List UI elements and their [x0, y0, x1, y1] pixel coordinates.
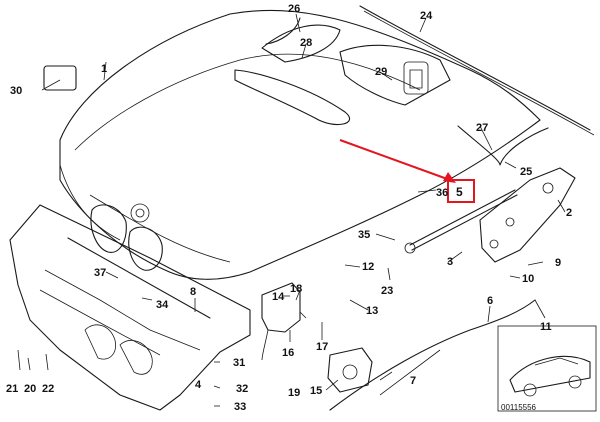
callout-24: 24: [420, 10, 433, 22]
callout-13: 13: [366, 305, 378, 317]
highlight-arrow: [339, 139, 456, 183]
callout-5-highlight-box: [447, 179, 475, 203]
callout-32: 32: [236, 383, 248, 395]
gas-strut-drawing: [404, 189, 518, 254]
callout-16: 16: [282, 347, 294, 359]
callout-36: 36: [436, 187, 448, 199]
callout-labels: 1 2 3 4 5 6 7 8 9 10 11 12 13 14 15 16 1…: [6, 3, 572, 413]
seal-27: [457, 125, 549, 166]
callout-30: 30: [10, 85, 22, 97]
callout-29: 29: [375, 66, 387, 78]
release-cable: [329, 299, 536, 411]
callout-10: 10: [522, 273, 534, 285]
callout-21: 21: [6, 383, 18, 395]
callout-4: 4: [195, 379, 202, 391]
callout-33: 33: [234, 401, 246, 413]
seal-24: [359, 5, 591, 131]
callout-26: 26: [288, 3, 300, 15]
buffer-30: [43, 65, 77, 91]
hood-drawing: [59, 9, 541, 280]
callout-6: 6: [487, 295, 493, 307]
hood-lock-drawing: [327, 347, 373, 393]
callout-18: 18: [290, 283, 302, 295]
callout-35: 35: [358, 229, 370, 241]
callout-17: 17: [316, 341, 328, 353]
callout-3: 3: [447, 256, 453, 268]
callout-8: 8: [190, 286, 196, 298]
leader-lines: [17, 13, 566, 407]
callout-22: 22: [42, 383, 54, 395]
callout-1: 1: [101, 63, 107, 75]
seal-strip-8: [67, 237, 211, 319]
vehicle-inset: [497, 325, 597, 412]
callout-23: 23: [381, 285, 393, 297]
callout-37: 37: [94, 267, 106, 279]
callout-28: 28: [300, 37, 312, 49]
lock-bracket-drawing: [261, 282, 301, 361]
callout-31: 31: [233, 357, 245, 369]
callout-7: 7: [410, 375, 416, 387]
callout-20: 20: [24, 383, 36, 395]
callout-34: 34: [156, 299, 169, 311]
callout-5: 5: [456, 185, 463, 199]
callout-12: 12: [362, 261, 374, 273]
hinge-drawing: [479, 167, 576, 263]
callout-11: 11: [540, 321, 552, 333]
callout-2: 2: [566, 207, 572, 219]
document-number: 00115556: [501, 403, 537, 412]
callout-9: 9: [555, 257, 561, 269]
callout-19: 19: [288, 387, 300, 399]
callout-25: 25: [520, 166, 532, 178]
callout-15: 15: [310, 385, 322, 397]
sound-insulation-drawing: [234, 17, 451, 125]
front-carrier-drawing: [9, 204, 251, 411]
callout-27: 27: [476, 122, 488, 134]
callout-14: 14: [272, 291, 285, 303]
